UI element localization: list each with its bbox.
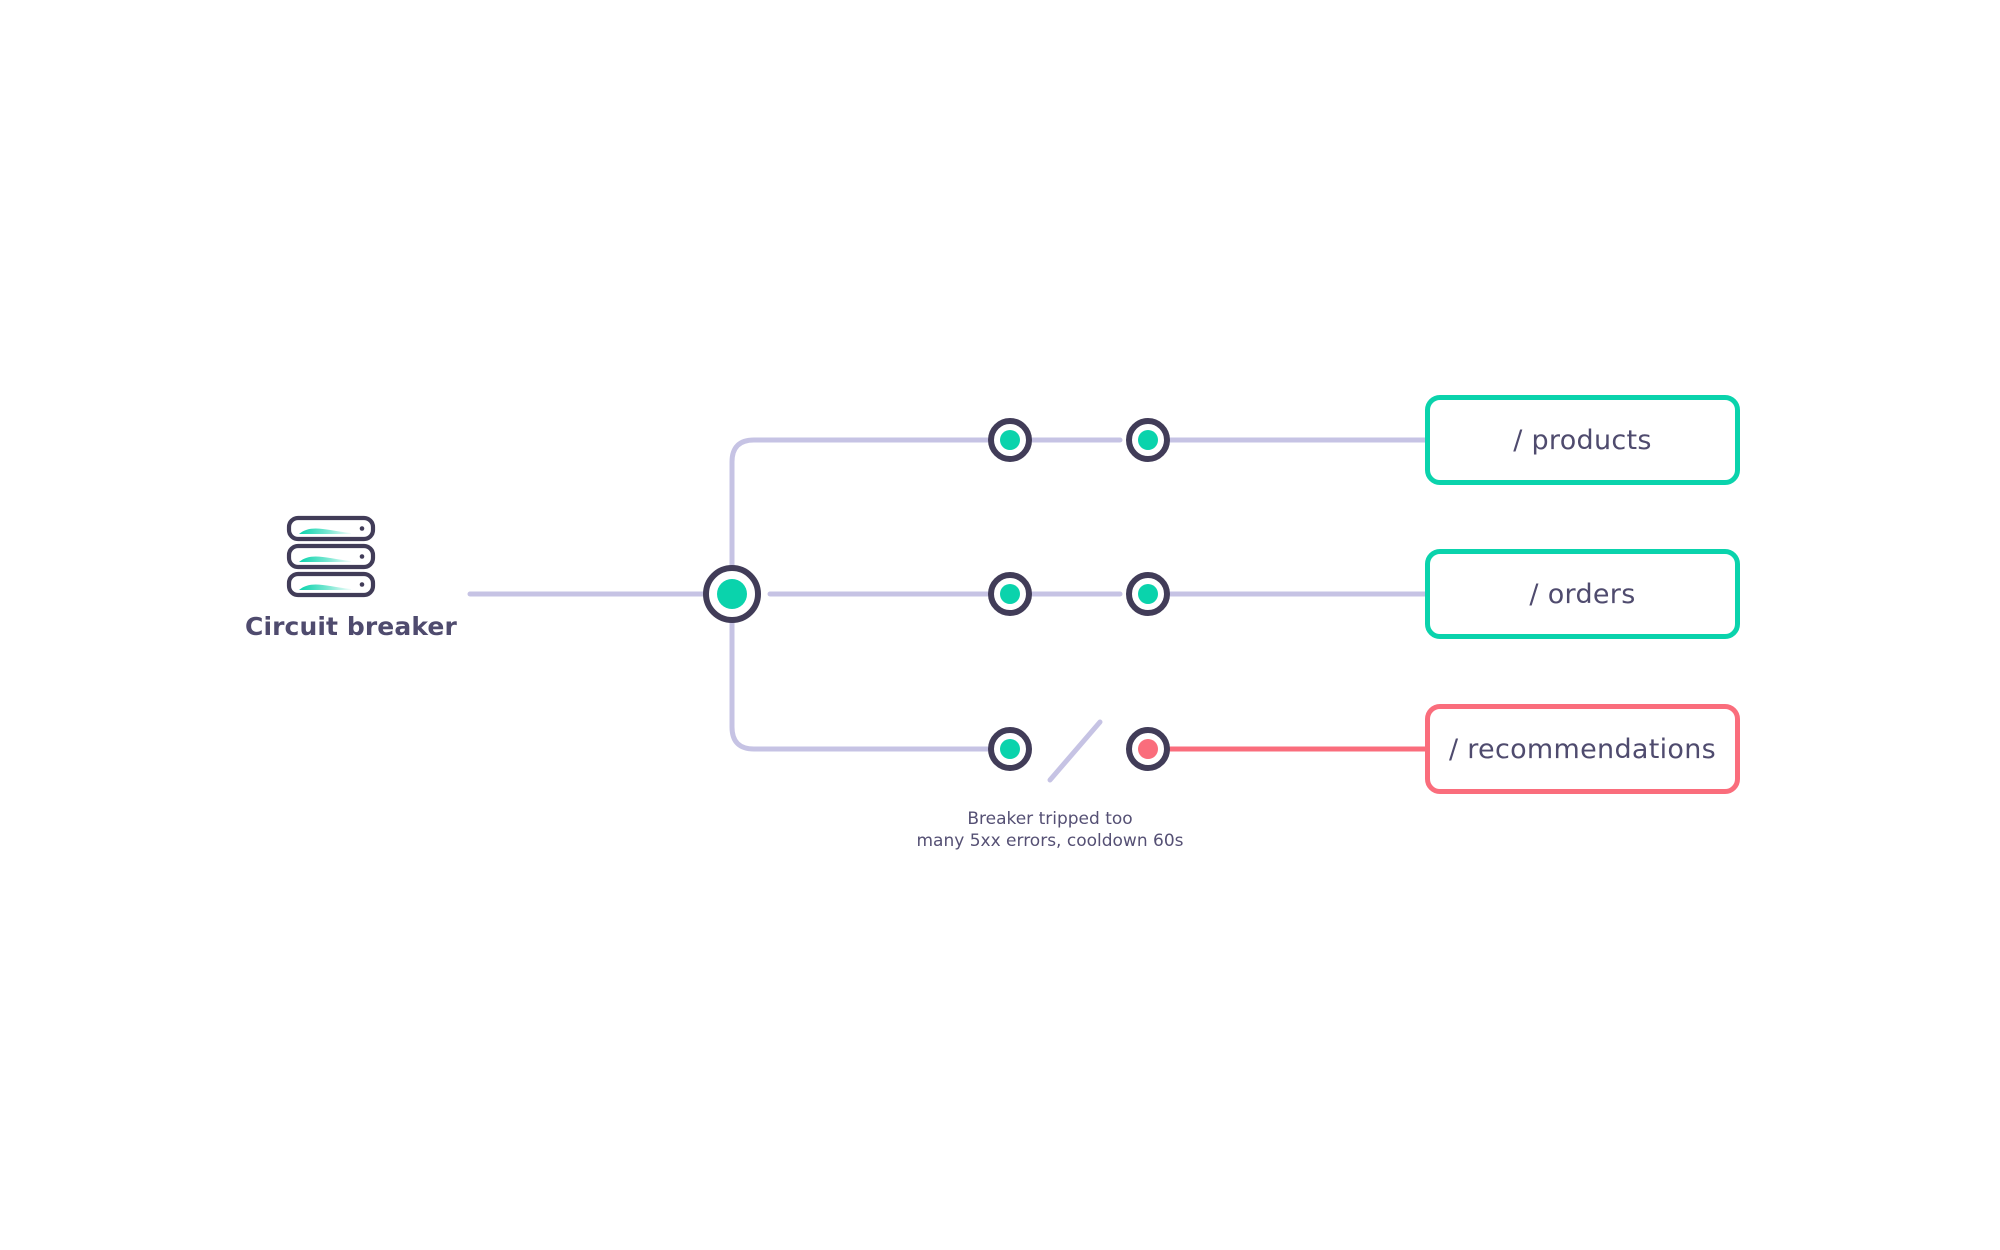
server-stack-icon	[286, 515, 376, 598]
source-node-label: Circuit breaker	[245, 612, 457, 641]
node-orders-upstream[interactable]	[1126, 572, 1170, 616]
node-products-probe[interactable]	[988, 418, 1032, 462]
endpoint-pill-products[interactable]: / products	[1425, 395, 1740, 485]
endpoint-label: / orders	[1529, 578, 1636, 610]
endpoint-label: / products	[1513, 424, 1652, 456]
broken-link-slash-icon	[1047, 719, 1103, 783]
hub-node-icon[interactable]	[703, 565, 761, 623]
wire-branch-recommendations	[729, 619, 993, 752]
wire-branch-products	[729, 437, 993, 569]
node-recommendations-upstream[interactable]	[1126, 727, 1170, 771]
caption-line-1: Breaker tripped too	[967, 809, 1133, 829]
breaker-tripped-caption: Breaker tripped too many 5xx errors, coo…	[890, 808, 1210, 852]
endpoint-pill-orders[interactable]: / orders	[1425, 549, 1740, 639]
endpoint-pill-recommendations[interactable]: / recommendations	[1425, 704, 1740, 794]
node-recommendations-probe[interactable]	[988, 727, 1032, 771]
node-orders-probe[interactable]	[988, 572, 1032, 616]
caption-line-2: many 5xx errors, cooldown 60s	[916, 831, 1184, 852]
node-products-upstream[interactable]	[1126, 418, 1170, 462]
source-node[interactable]: Circuit breaker	[245, 515, 457, 641]
endpoint-label: / recommendations	[1448, 733, 1717, 765]
